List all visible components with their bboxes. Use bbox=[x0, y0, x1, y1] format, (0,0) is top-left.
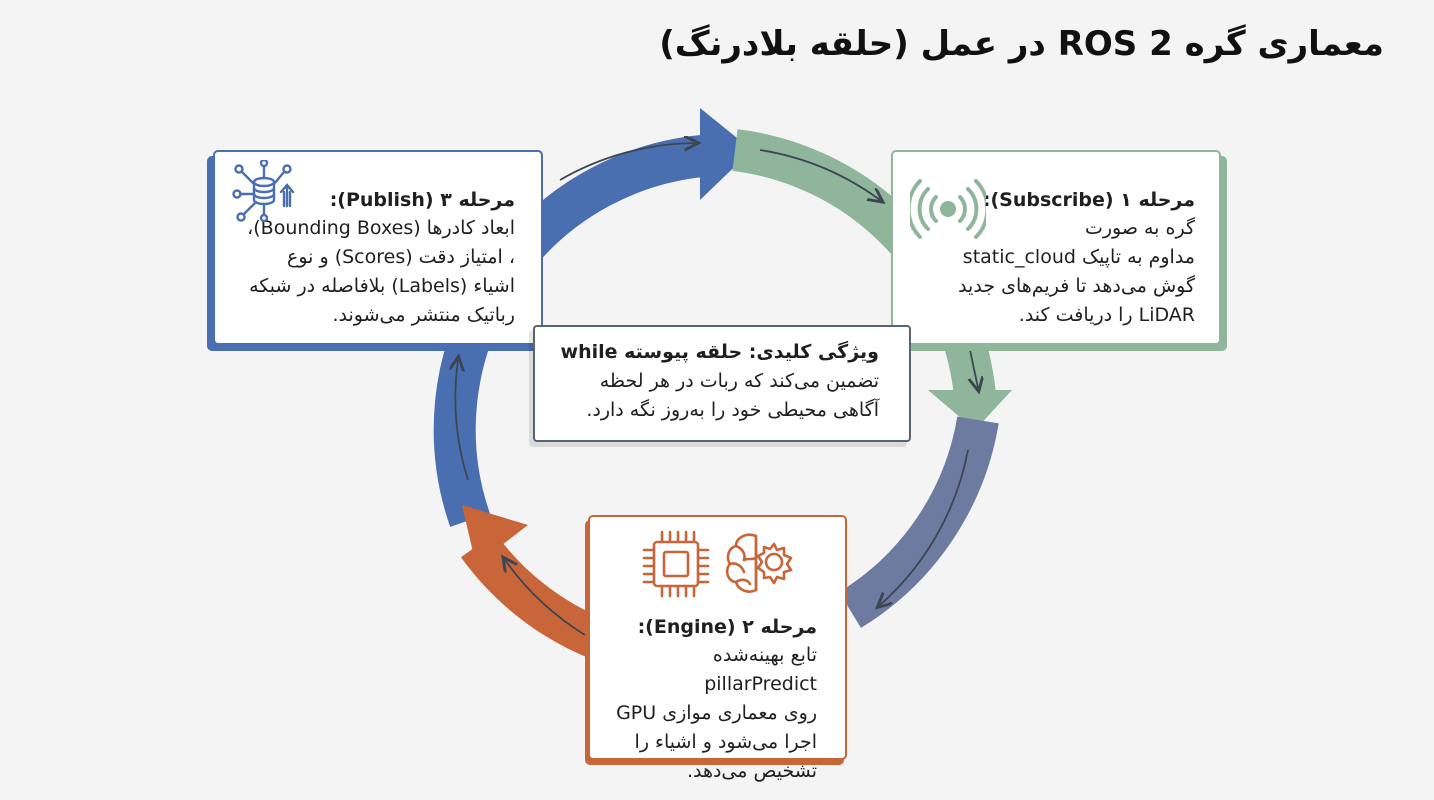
stage-line: رباتیک منتشر می‌شوند. bbox=[332, 304, 516, 326]
stage-line: روی معماری موازی GPU bbox=[616, 702, 817, 724]
flow-arrow-left bbox=[455, 360, 469, 481]
cycle-arc-transfer bbox=[838, 416, 999, 628]
stage-line: گره به صورت bbox=[1084, 217, 1195, 239]
stage-line: ابعاد کادرها (Bounding Boxes)، bbox=[247, 217, 515, 239]
stage-line: ، امتیاز دقت (Scores) و نوع bbox=[287, 246, 515, 268]
diagram-title: معماری گره ROS 2 در عمل (حلقه بلادرنگ) bbox=[659, 24, 1384, 64]
feature-line: آگاهی محیطی خود را به‌روز نگه دارد. bbox=[586, 399, 879, 421]
database-network-upload-icon bbox=[232, 160, 295, 222]
radio-signal-icon bbox=[910, 179, 986, 239]
stage-card-publish: مرحله ۳ (Publish): ابعاد کادرها (Boundin… bbox=[213, 150, 543, 345]
stage-title-engine: مرحله ۲ (Engine): bbox=[637, 616, 817, 638]
stage-line: اجرا می‌شود و اشیاء را bbox=[634, 731, 817, 753]
cpu-chip-icon bbox=[642, 530, 710, 598]
flow-arrow-right bbox=[970, 349, 978, 388]
flow-arrow-topright bbox=[759, 149, 880, 200]
feature-title: ویژگی کلیدی: حلقه پیوسته while bbox=[560, 341, 879, 363]
flow-arrow-bottomleft bbox=[505, 560, 586, 636]
cycle-arc-engine bbox=[460, 532, 609, 660]
stage-title-publish: مرحله ۳ (Publish): bbox=[329, 189, 515, 211]
feature-line: تضمین می‌کند که ربات در هر لحظه bbox=[599, 370, 879, 392]
stage-card-subscribe: مرحله ۱ (Subscribe): گره به صورت مداوم ب… bbox=[891, 150, 1221, 345]
stage-line: تابع بهینه‌شده pillarPredict bbox=[704, 644, 817, 695]
stage-line: اشیاء (Labels) بلافاصله در شبکه bbox=[249, 275, 515, 297]
stage-title-subscribe: مرحله ۱ (Subscribe): bbox=[982, 189, 1195, 211]
stage-line: گوش می‌دهد تا فریم‌های جدید bbox=[958, 275, 1195, 297]
brain-gear-icon bbox=[725, 533, 793, 593]
stage-card-engine: مرحله ۲ (Engine): تابع بهینه‌شده pillarP… bbox=[588, 515, 847, 782]
stage-line: مداوم به تاپیک static_cloud bbox=[962, 246, 1195, 268]
cycle-arrowhead-right bbox=[928, 390, 1012, 430]
key-feature-box: ویژگی کلیدی: حلقه پیوسته while تضمین می‌… bbox=[533, 325, 911, 442]
cycle-arrowhead-left bbox=[462, 505, 528, 565]
cycle-arrowhead-top bbox=[700, 108, 752, 200]
stage-line: تشخیص می‌دهد. bbox=[686, 760, 817, 782]
flow-arrow-bottomright bbox=[880, 449, 969, 605]
flow-arrow-top bbox=[559, 143, 695, 181]
stage-line: LiDAR را دریافت کند. bbox=[1018, 304, 1195, 326]
